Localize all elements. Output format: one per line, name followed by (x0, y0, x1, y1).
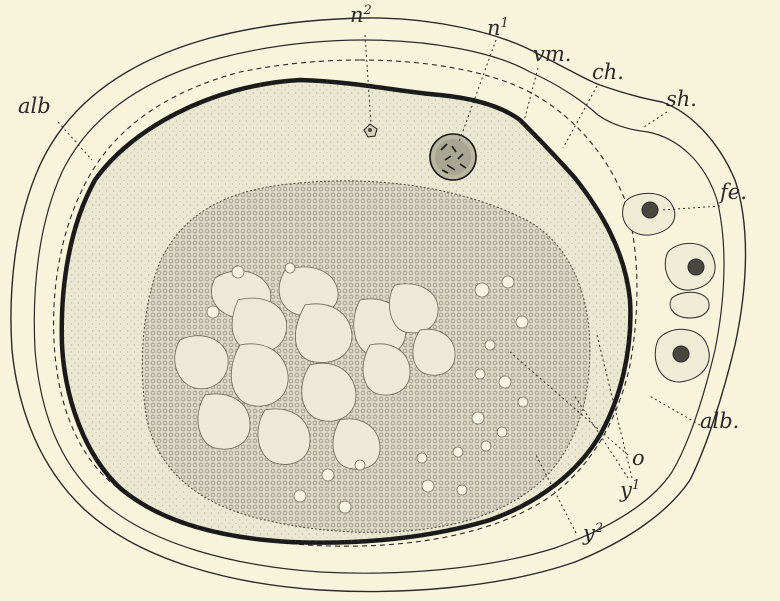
nucleus-n1 (430, 134, 476, 180)
label-vm: vm. (533, 44, 571, 65)
label-alb-left: alb (18, 96, 51, 117)
label-n2-base: n (350, 3, 364, 27)
label-o: o (632, 448, 645, 469)
label-n1-sup: 1 (501, 16, 509, 31)
label-alb-right: alb. (700, 411, 739, 432)
leader-ch (563, 86, 597, 148)
label-n2-sup: 2 (364, 3, 372, 18)
label-y1: y1 (620, 479, 640, 501)
label-y2: y2 (583, 522, 603, 544)
label-n1-base: n (487, 16, 501, 40)
leader-sh (644, 112, 667, 127)
label-n1: n1 (487, 17, 509, 39)
label-n2: n2 (350, 4, 372, 26)
label-y2-sup: 2 (595, 521, 603, 536)
leader-alb-right (648, 395, 700, 425)
leader-vm (523, 68, 538, 125)
label-y1-sup: 1 (632, 478, 640, 493)
label-y1-base: y (620, 478, 632, 502)
label-ch: ch. (592, 62, 624, 83)
label-fe: fe. (720, 182, 747, 203)
label-sh: sh. (666, 89, 697, 110)
label-y2-base: y (583, 521, 595, 545)
